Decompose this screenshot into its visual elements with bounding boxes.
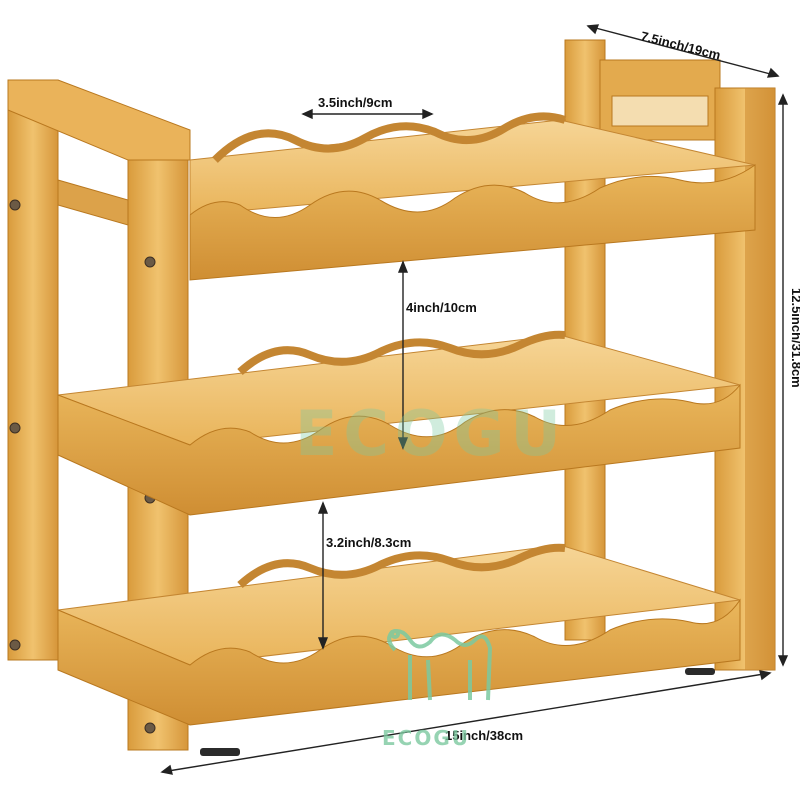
shelf-bottom [56, 543, 741, 726]
watermark-brand-logo: ECOGU [382, 726, 470, 750]
tier-gap-lower-label: 3.2inch/8.3cm [326, 535, 411, 550]
depth-label: 7.5inch/19cm [639, 28, 722, 62]
slot-width-label: 3.5inch/9cm [318, 95, 392, 110]
dimension-lines [160, 24, 789, 775]
camel-icon [387, 629, 493, 701]
shelf-top [189, 112, 756, 281]
rubber-feet [200, 668, 715, 756]
tier-gap-upper-label: 4inch/10cm [406, 300, 477, 315]
height-label: 12.5inch/31.8cm [789, 288, 800, 388]
shelf-middle [57, 330, 741, 516]
width-label: 15inch/38cm [445, 728, 523, 743]
watermark-brand-center: ECOGU [295, 397, 567, 470]
left-back-leg [7, 79, 59, 661]
